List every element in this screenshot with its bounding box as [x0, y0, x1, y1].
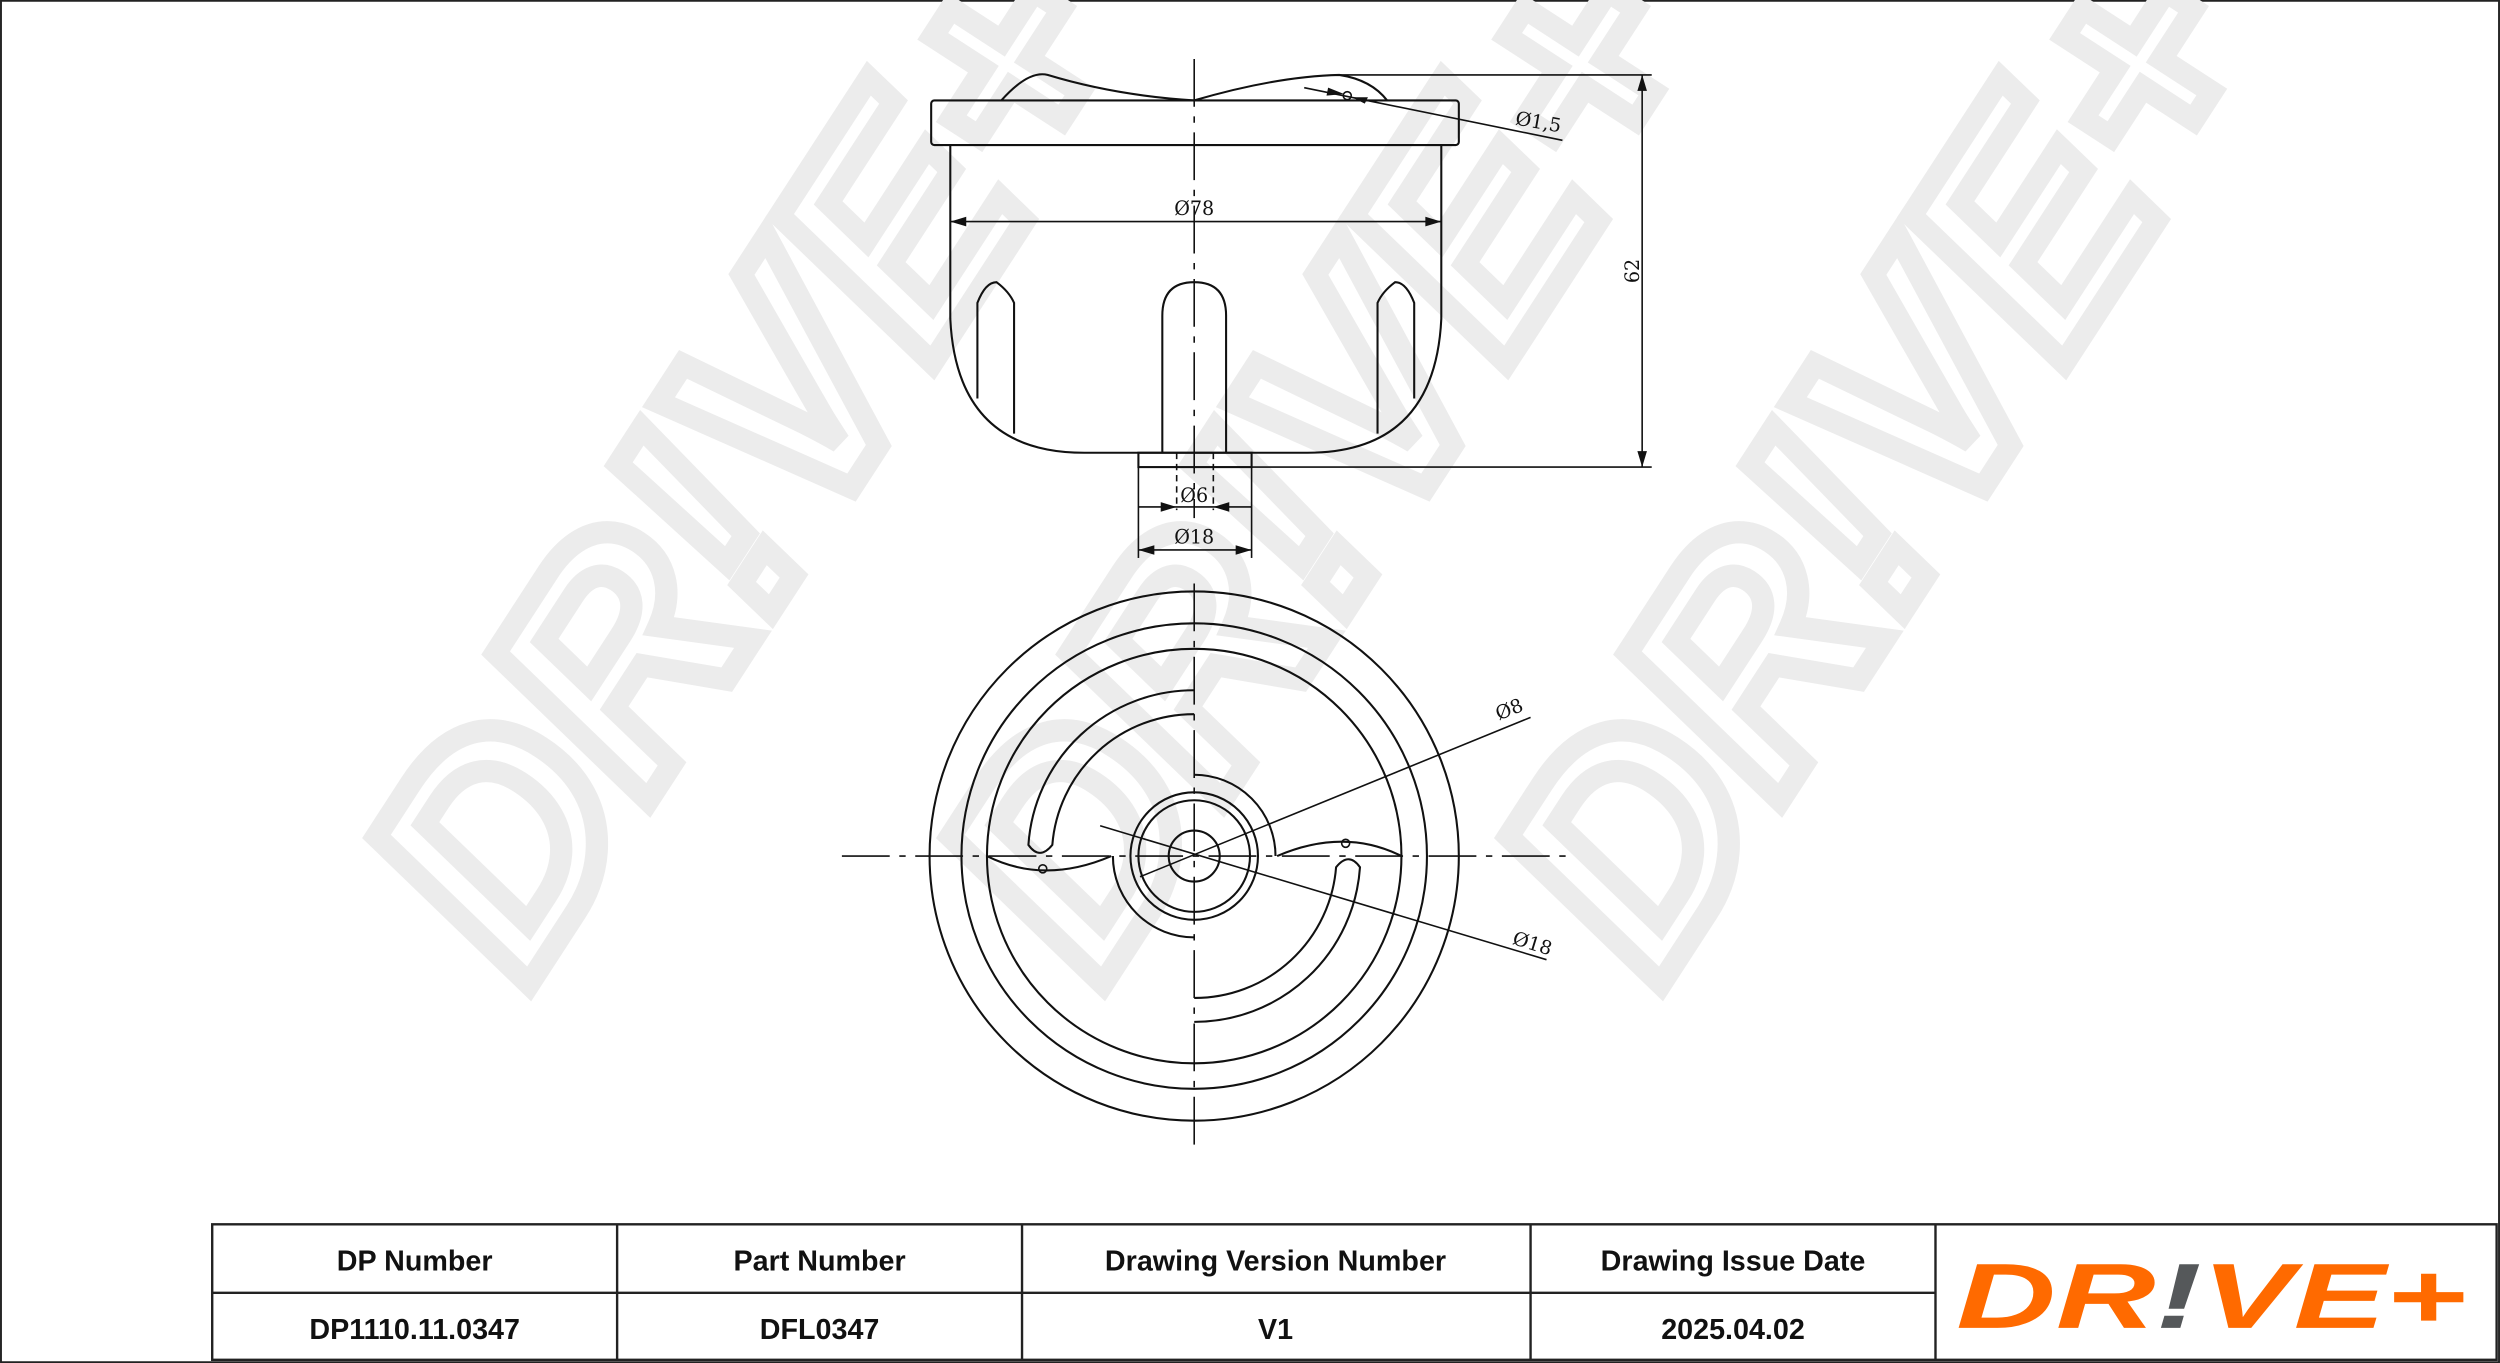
drive-logo: DR!VE+	[1956, 1244, 2466, 1348]
slot-left	[976, 281, 1016, 434]
header-dp-number: DP Number	[337, 1246, 493, 1278]
dim-height: 62	[1621, 259, 1644, 283]
title-block: DP Number Part Number Drawing Version Nu…	[211, 1223, 2498, 1362]
header-issue-date: Drawing Issue Date	[1601, 1246, 1866, 1278]
dim-inner-bore: Ø6	[1180, 484, 1208, 507]
value-part-number: DFL0347	[760, 1314, 880, 1346]
value-issue-date: 2025.04.02	[1661, 1314, 1805, 1346]
slot-right	[1376, 281, 1416, 434]
bottom-view: Ø8 Ø18	[841, 583, 1571, 1148]
header-version: Drawing Version Number	[1105, 1246, 1446, 1278]
dim-body-diameter: Ø78	[1174, 197, 1214, 220]
dim-outlet-diameter: Ø18	[1174, 526, 1214, 549]
side-view: Ø78 62 Ø1,5 Ø6 Ø18	[930, 58, 1652, 558]
value-version: V1	[1258, 1314, 1293, 1346]
value-dp-number: DP1110.11.0347	[309, 1314, 520, 1346]
channel-right	[1194, 858, 1362, 1023]
header-part-number: Part Number	[733, 1246, 905, 1278]
channel-left	[1027, 689, 1195, 854]
